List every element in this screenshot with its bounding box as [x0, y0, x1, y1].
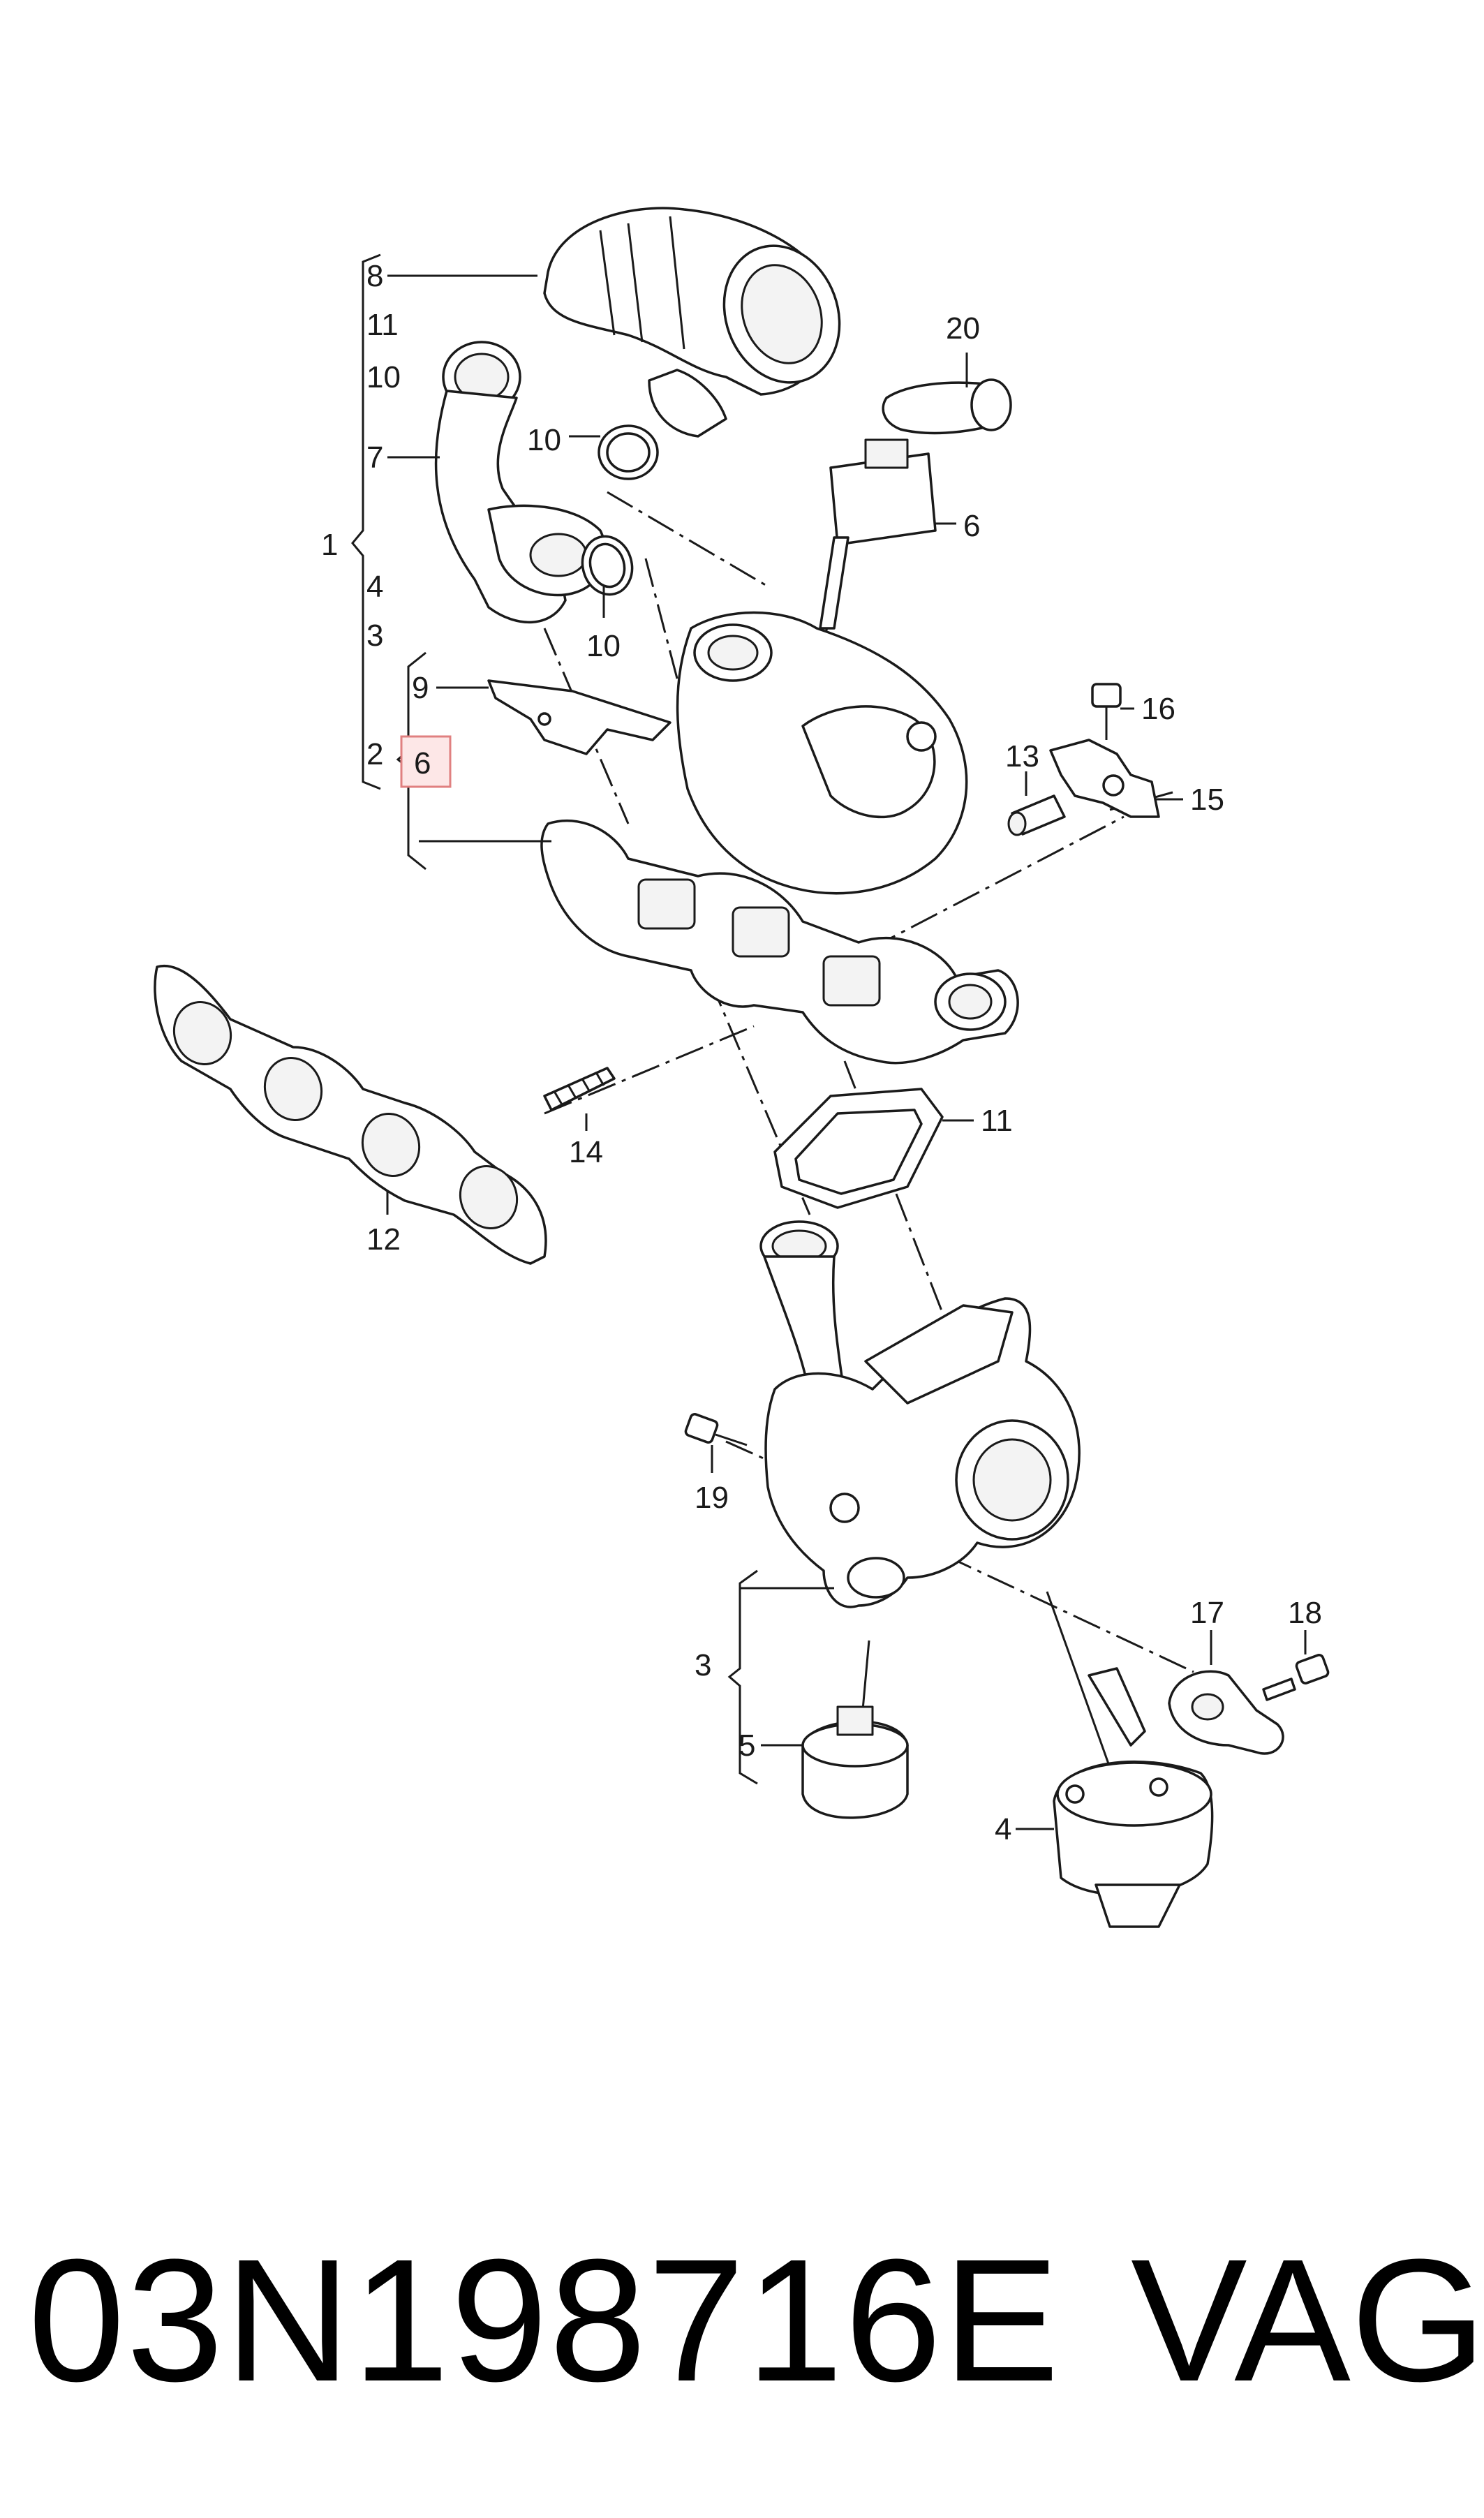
bolt-part-19 — [684, 1413, 748, 1446]
callout-labels: 8 11 10 7 1 4 3 9 2 6 10 10 20 6 16 13 1… — [321, 259, 1322, 1846]
leader-lines — [386, 274, 1307, 1830]
actuator-part-4 — [1046, 1591, 1214, 1928]
callout-4-upper: 4 — [366, 570, 383, 604]
callout-18: 18 — [1288, 1596, 1322, 1630]
turbine-housing — [759, 1220, 1081, 1608]
callout-10-left: 10 — [366, 360, 401, 394]
bracket-part-15 — [1049, 739, 1160, 818]
callout-3-lower: 3 — [695, 1648, 711, 1682]
actuator-part-5 — [801, 1640, 909, 1819]
brand-label: VAG — [1131, 2223, 1484, 2417]
callout-5: 5 — [739, 1728, 755, 1763]
callout-20: 20 — [946, 311, 980, 346]
gasket-part-11 — [773, 1088, 944, 1209]
gasket-part-12 — [154, 964, 547, 1265]
part-number: 03N198716E — [28, 2223, 1061, 2417]
callout-12: 12 — [366, 1222, 401, 1257]
highlight-box — [400, 735, 452, 788]
group-bracket-1 — [351, 253, 381, 790]
exhaust-manifold — [540, 819, 1019, 1065]
clip-part-17 — [1168, 1670, 1284, 1755]
intake-pipe-part-8 — [543, 207, 841, 438]
callout-15: 15 — [1190, 783, 1224, 817]
callout-8: 8 — [366, 259, 383, 293]
callout-11-lower: 11 — [981, 1104, 1013, 1138]
sleeve-part-13 — [1007, 794, 1066, 836]
hose-part-20 — [882, 378, 1012, 435]
callout-7: 7 — [366, 440, 383, 475]
bracket-part-9 — [487, 679, 671, 755]
callout-9: 9 — [412, 671, 429, 705]
stud-part-14 — [543, 1067, 616, 1111]
o-ring-part-10-upper — [598, 424, 659, 480]
callout-6-upper: 6 — [963, 509, 980, 543]
callout-19: 19 — [695, 1481, 729, 1515]
callout-11-upper: 11 — [366, 308, 399, 342]
callout-16: 16 — [1141, 692, 1175, 726]
bolt-part-16 — [1091, 683, 1122, 740]
callout-14: 14 — [569, 1135, 603, 1169]
actuator-part-6-upper — [808, 438, 937, 671]
callout-10-lower: 10 — [586, 629, 621, 663]
group-bracket-2 — [396, 651, 426, 871]
group-bracket-3 — [727, 1569, 758, 1785]
o-ring-part-10-lower — [581, 535, 634, 596]
callout-10-middle: 10 — [527, 423, 561, 457]
callout-2: 2 — [366, 737, 383, 771]
callout-1: 1 — [321, 528, 338, 562]
bolt-part-18 — [1262, 1654, 1330, 1701]
callout-6-highlighted: 6 — [414, 746, 431, 780]
callout-4-lower: 4 — [995, 1812, 1011, 1846]
pipe-part-7 — [434, 341, 607, 624]
turbocharger-main — [676, 611, 968, 895]
callout-13: 13 — [1005, 739, 1039, 773]
callout-17: 17 — [1190, 1596, 1224, 1630]
callout-3-upper: 3 — [366, 619, 383, 653]
